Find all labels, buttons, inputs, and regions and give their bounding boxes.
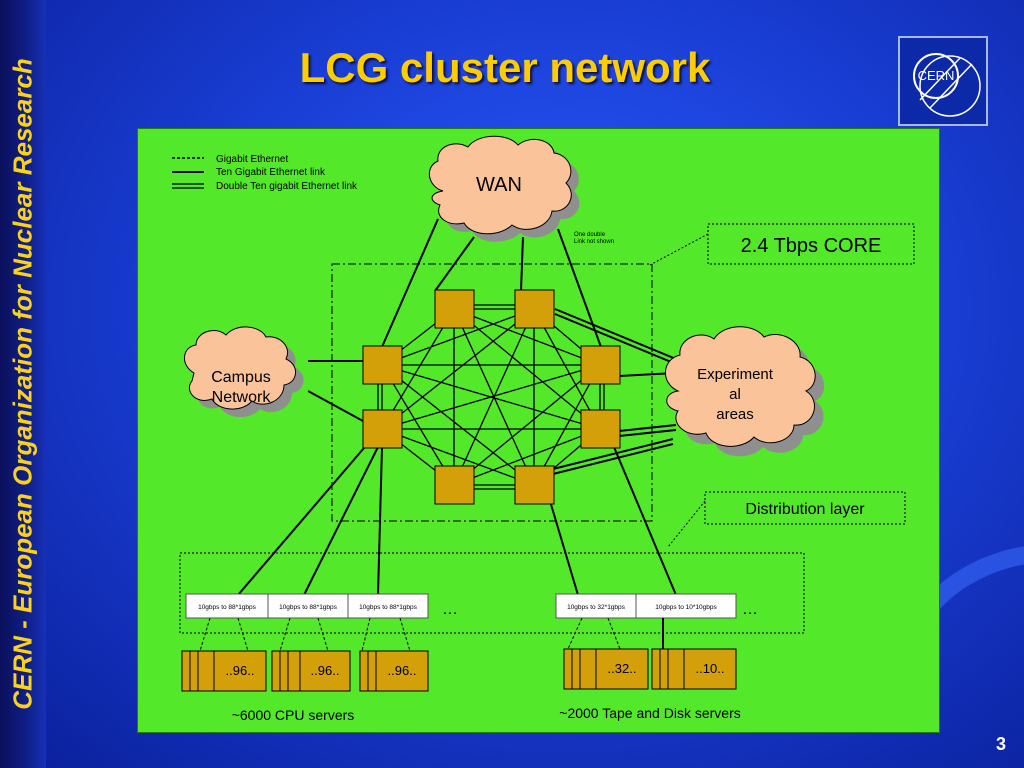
core-router [514,465,555,505]
core-routers [362,289,621,505]
server-rack: ..96.. [181,650,267,692]
network-diagram: Gigabit Ethernet Ten Gigabit Ethernet li… [172,135,915,723]
slide-title: LCG cluster network [299,44,711,91]
campus-label-line1: Campus [211,369,271,386]
core-router [580,345,621,385]
switch-label: 10gbps to 32*1gbps [567,604,626,611]
switch-ellipsis-left: … [442,601,458,618]
rack-label: ..96.. [311,663,340,678]
server-rack: ..96.. [271,650,351,692]
uplink-lines [307,218,677,480]
experimental-areas-cloud: Experiment al areas [665,326,825,457]
rack-label: ..96.. [388,663,417,678]
cpu-servers-label: ~6000 CPU servers [232,707,355,723]
campus-label-line2: Network [212,389,272,406]
distribution-label: Distribution layer [745,501,865,518]
page-number: 3 [996,734,1007,754]
distribution-switch [635,593,737,619]
rack-label: ..96.. [226,663,255,678]
server-rack: ..10.. [651,648,737,690]
tape-disk-servers-label: ~2000 Tape and Disk servers [559,705,740,721]
legend-label-double: Double Ten gigabit Ethernet link [216,181,358,192]
distribution-links [237,440,677,596]
wan-note-line2: Link not shown [574,239,614,245]
distribution-switch [555,593,637,619]
switch-label: 10gbps to 88*1gbps [198,604,257,611]
wan-label: WAN [476,174,522,196]
core-label-box [707,223,915,265]
rack-label: ..32.. [608,661,637,676]
core-router [362,345,403,385]
cern-logo: CERN [898,36,988,126]
switch-label: 10gbps to 10*10gbps [655,604,717,611]
distribution-switch [347,593,429,619]
campus-network-cloud: Campus Network [184,326,304,418]
core-mesh [377,304,605,490]
core-router [362,409,403,449]
core-router [580,409,621,449]
distribution-label-pointer [667,500,706,548]
gigabit-links [199,617,621,652]
distribution-boundary [179,552,805,634]
diagram-panel: Gigabit Ethernet Ten Gigabit Ethernet li… [137,128,940,733]
legend: Gigabit Ethernet Ten Gigabit Ethernet li… [172,154,358,192]
server-rack: ..32.. [563,648,649,690]
distribution-label-box [704,491,906,525]
experiment-label-line2: al [729,386,741,403]
core-label: 2.4 Tbps CORE [741,235,882,257]
server-racks: ..96.. ..96.. ..96.. ..32.. ..1 [181,648,737,692]
side-organization-text: CERN - European Organization for Nuclear… [7,58,38,710]
distribution-switch [185,593,269,619]
server-rack: ..96.. [359,650,429,692]
switch-label: 10gbps to 88*1gbps [359,604,418,611]
core-router [514,289,555,329]
wan-note-line1: One double [574,232,606,238]
switch-label: 10gbps to 88*1gbps [279,604,338,611]
legend-label-ten-gigabit: Ten Gigabit Ethernet link [216,167,326,178]
core-label-pointer [649,233,709,266]
wan-cloud: WAN [428,135,580,242]
side-bar: CERN - European Organization for Nuclear… [0,0,46,768]
logo-text: CERN [918,68,955,83]
core-router [434,465,475,505]
legend-label-gigabit: Gigabit Ethernet [216,154,288,165]
switch-ellipsis-right: … [742,601,758,618]
rack-label: ..10.. [696,661,725,676]
distribution-switch [267,593,349,619]
core-boundary [331,263,653,522]
core-router [434,289,475,329]
experiment-label-line1: Experiment [697,366,774,383]
distribution-switches: 10gbps to 88*1gbps 10gbps to 88*1gbps 10… [185,593,758,619]
experiment-label-line3: areas [716,406,754,423]
